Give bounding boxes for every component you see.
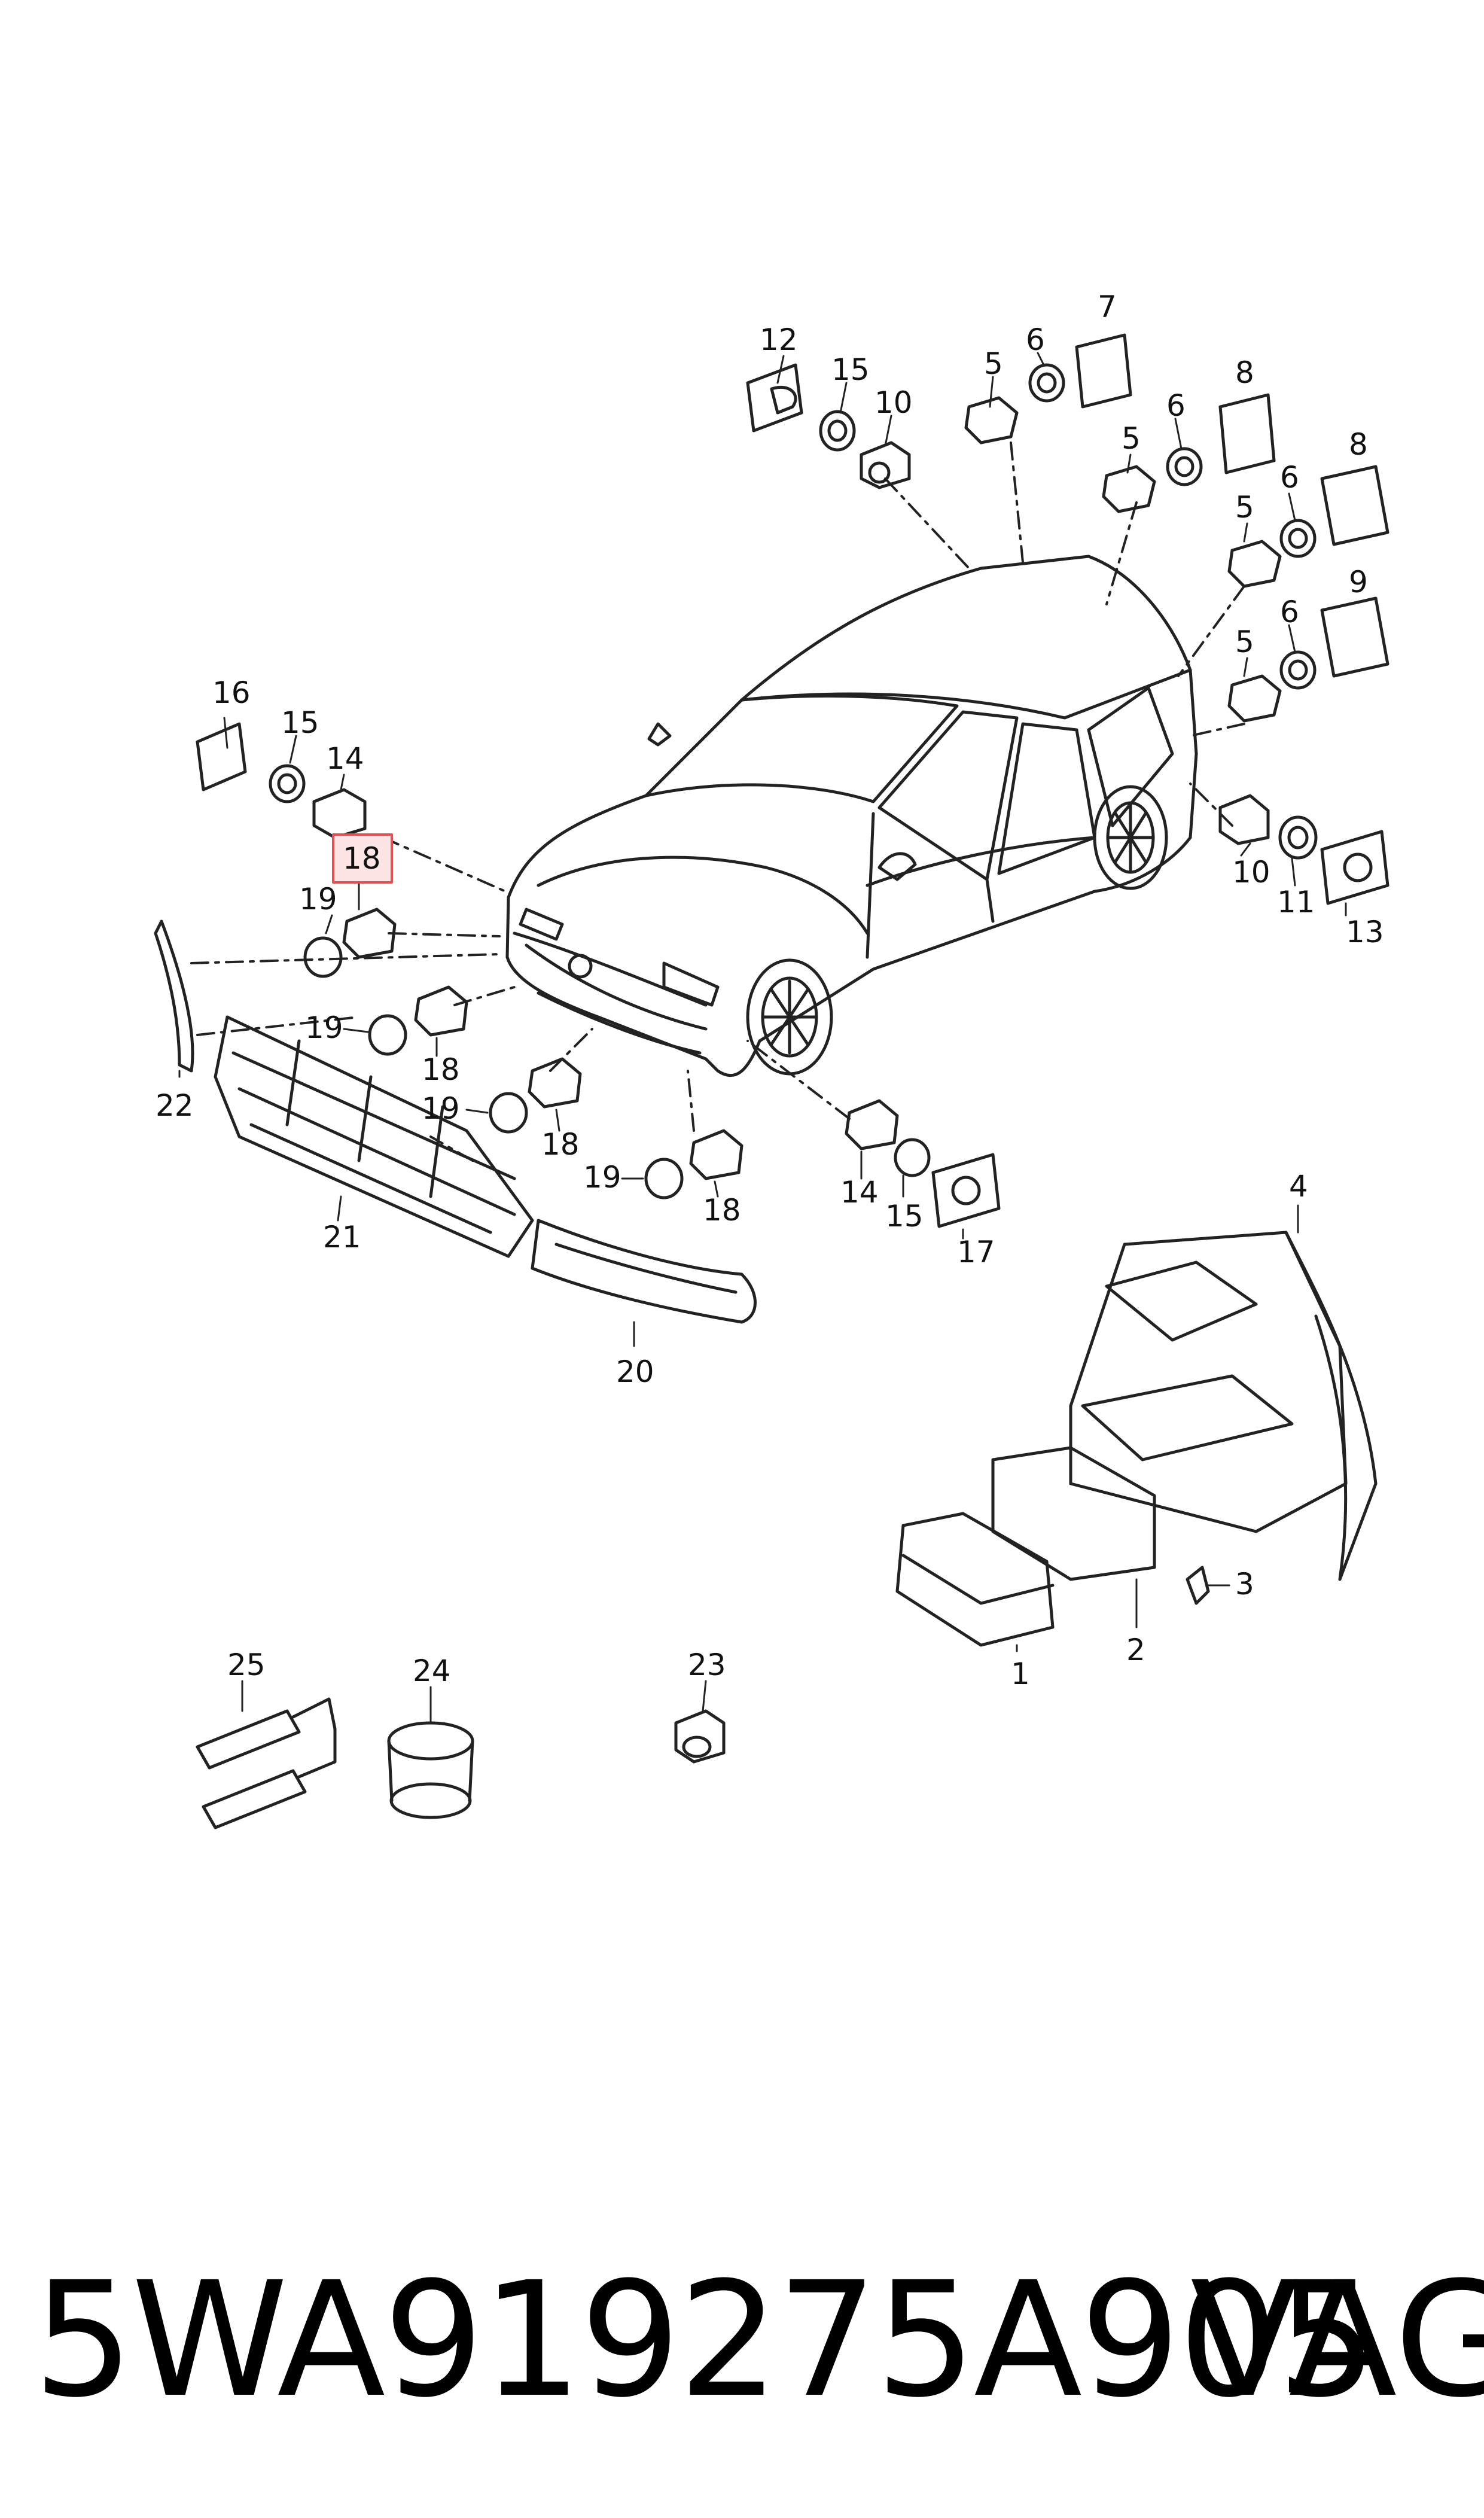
label-7: 7	[1098, 290, 1117, 324]
label-6-d: 6	[1280, 595, 1299, 629]
label-4: 4	[1289, 1169, 1308, 1204]
label-17: 17	[957, 1235, 995, 1269]
label-5-c: 5	[1235, 490, 1254, 525]
label-15-top: 15	[831, 352, 870, 387]
label-18-d: 18	[703, 1193, 741, 1228]
control-unit-parts	[895, 1231, 1378, 1647]
label-16: 16	[212, 675, 251, 710]
label-10-top: 10	[874, 385, 913, 420]
part-labels: 12 15 10 5 6 7 8 6 5 8 6 5 9 6 5 10 11 1…	[156, 290, 1384, 1691]
label-5-b: 5	[1122, 421, 1141, 456]
label-9: 9	[1349, 565, 1368, 599]
label-19-d: 19	[583, 1160, 621, 1195]
label-18-b: 18	[422, 1052, 460, 1087]
label-8-b: 8	[1349, 427, 1368, 462]
label-3: 3	[1235, 1567, 1254, 1601]
label-14-left: 14	[326, 741, 364, 776]
car-illustration	[505, 555, 1198, 1077]
label-6-b: 6	[1166, 388, 1186, 423]
label-10-bottom: 10	[1232, 855, 1270, 890]
label-24: 24	[413, 1654, 451, 1688]
label-23: 23	[688, 1648, 726, 1682]
label-12: 12	[760, 322, 798, 357]
loose-parts	[196, 1697, 726, 1829]
label-14-right: 14	[840, 1175, 879, 1210]
label-19-a: 19	[299, 882, 337, 917]
label-13: 13	[1346, 915, 1384, 949]
brand-name: VAG	[1190, 2248, 1484, 2432]
label-5-a: 5	[984, 346, 1003, 381]
label-18-c: 18	[541, 1127, 580, 1162]
grille-parts	[154, 919, 757, 1324]
parts-diagram: 12 15 10 5 6 7 8 6 5 8 6 5 9 6 5 10 11 1…	[154, 290, 1389, 1829]
label-2: 2	[1126, 1633, 1145, 1667]
label-8-a: 8	[1235, 355, 1254, 390]
label-25: 25	[227, 1648, 266, 1682]
part-number: 5WA919275A905	[33, 2248, 1378, 2432]
label-6-c: 6	[1280, 460, 1299, 495]
label-19-c: 19	[422, 1091, 460, 1126]
label-5-d: 5	[1235, 625, 1254, 659]
label-15-right: 15	[885, 1199, 924, 1234]
sensor-group-upper	[746, 333, 1389, 905]
label-15-left: 15	[281, 705, 319, 740]
label-6-a: 6	[1026, 322, 1045, 357]
sensor-group-left	[196, 722, 1001, 1228]
label-18-highlighted: 18	[343, 841, 381, 876]
label-11: 11	[1277, 885, 1315, 919]
label-22: 22	[156, 1088, 194, 1123]
label-1: 1	[1011, 1657, 1030, 1691]
leader-lines	[190, 442, 1245, 1162]
label-20: 20	[616, 1354, 654, 1389]
highlight-box	[332, 833, 393, 884]
label-ticks	[178, 352, 1347, 1724]
label-19-b: 19	[305, 1010, 343, 1045]
label-21: 21	[323, 1220, 361, 1255]
